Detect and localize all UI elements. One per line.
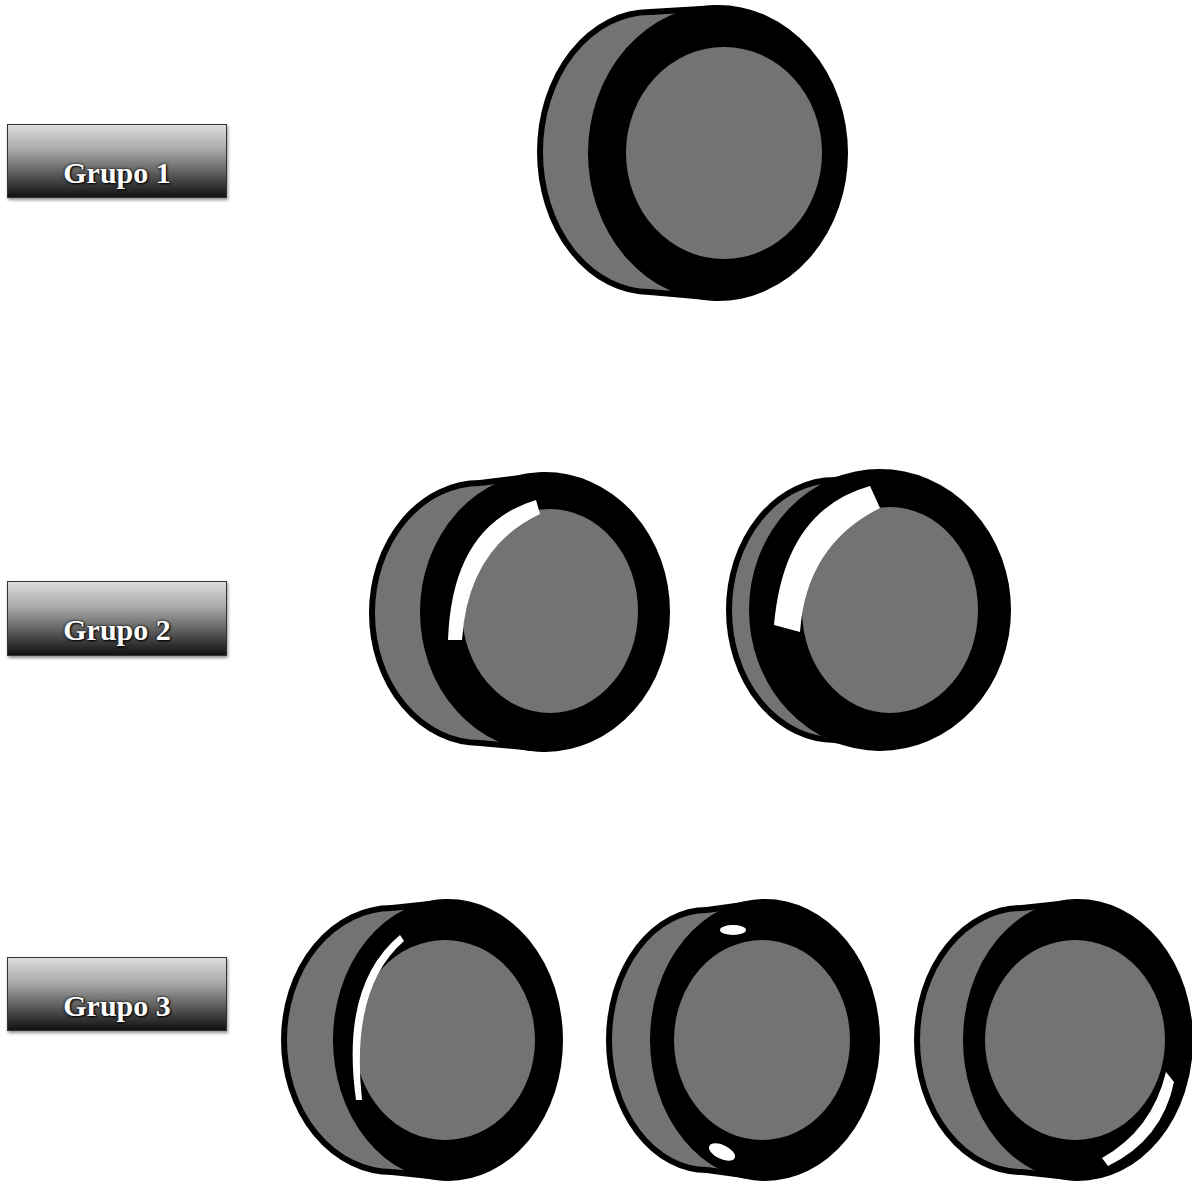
group-label: Grupo 1 <box>63 134 171 189</box>
group-label-box: Grupo 2 <box>7 581 227 656</box>
lens-figure <box>372 475 667 749</box>
group-label-box: Grupo 3 <box>7 957 227 1031</box>
lens-figure <box>729 472 1008 748</box>
group-label-box: Grupo 1 <box>7 124 227 198</box>
group-label: Grupo 2 <box>63 591 171 646</box>
lens-figure <box>284 902 560 1178</box>
lens-figure <box>609 902 877 1178</box>
lens-figure <box>917 902 1190 1178</box>
group-label: Grupo 3 <box>63 967 171 1022</box>
lens-figure <box>540 8 845 298</box>
